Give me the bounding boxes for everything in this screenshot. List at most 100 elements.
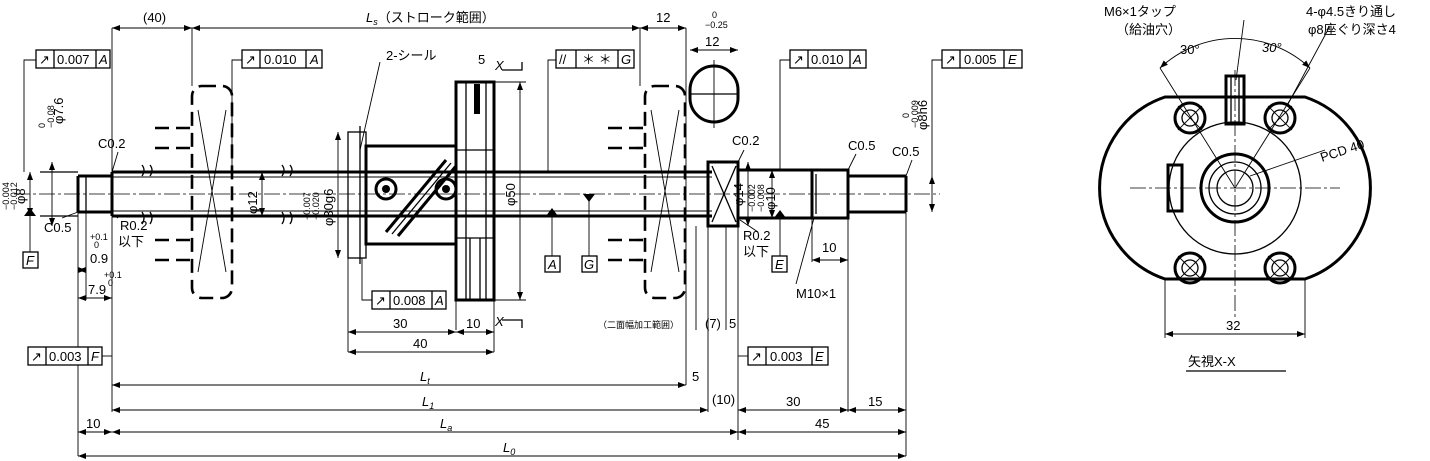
svg-text:0: 0 xyxy=(901,113,911,118)
svg-text:F: F xyxy=(26,253,35,268)
ball-nut xyxy=(347,80,496,302)
dim-5-right: 5 xyxy=(729,316,736,331)
svg-text:−0.25: −0.25 xyxy=(705,20,728,30)
svg-text:A: A xyxy=(547,257,557,272)
fcf-runout-0008-a: ↗ 0.008 A xyxy=(371,290,447,310)
svg-text:E: E xyxy=(775,257,784,272)
svg-text:A: A xyxy=(852,52,862,67)
svg-text:↗: ↗ xyxy=(751,349,762,364)
dim-lt: Lt xyxy=(420,369,430,386)
dia-12: φ12 xyxy=(245,191,260,214)
dim-15: 15 xyxy=(868,394,882,409)
support-bearing-left xyxy=(155,84,234,300)
holes-label: 4-φ4.5きり通し xyxy=(1306,4,1396,19)
dim-10-flange: 10 xyxy=(466,316,480,331)
svg-text:↗: ↗ xyxy=(245,52,256,67)
svg-text:↗: ↗ xyxy=(39,52,50,67)
svg-text:+0.1: +0.1 xyxy=(90,232,108,242)
keyway-section xyxy=(688,60,740,128)
svg-text:0.010: 0.010 xyxy=(264,52,297,67)
chamfer-c02-left: C0.2 xyxy=(98,136,125,151)
svg-text:−0.08: −0.08 xyxy=(46,105,56,128)
svg-text:0.003: 0.003 xyxy=(49,349,82,364)
section-x-bottom: X xyxy=(494,314,505,329)
svg-text:0.005: 0.005 xyxy=(964,52,997,67)
fillet-r02-left: R0.2 xyxy=(120,218,147,233)
svg-text:0.003: 0.003 xyxy=(770,349,803,364)
tap-m6-sub: （給油穴） xyxy=(1116,22,1181,37)
mounting-holes xyxy=(1173,101,1297,285)
tap-m6-label: M6×1タップ xyxy=(1104,4,1176,19)
dim-32: 32 xyxy=(1226,318,1240,333)
dia-14: φ14 xyxy=(731,183,746,206)
seal-label: 2-シール xyxy=(386,48,437,63)
dim-7-9: 7.9 xyxy=(88,282,106,297)
dia-8h6: φ8h6 xyxy=(915,100,930,130)
datum-e: E xyxy=(771,255,788,273)
fcf-runout-0010-a-right: ↗ 0.010 A xyxy=(789,49,867,69)
end-view-x-x: M6×1タップ （給油穴） 4-φ4.5きり通し φ8座ぐり深さ4 30° 30… xyxy=(1098,4,1396,372)
svg-text:0: 0 xyxy=(37,123,47,128)
svg-text:−0.009: −0.009 xyxy=(910,100,920,128)
fcf-runout-0005-e: ↗ 0.005 E xyxy=(941,49,1023,69)
svg-text:E: E xyxy=(1008,52,1017,67)
wrench-flat-range: （二面幅加工範囲） xyxy=(598,319,679,330)
svg-text:−0.012: −0.012 xyxy=(9,182,19,210)
holes-sub: φ8座ぐり深さ4 xyxy=(1308,22,1396,37)
svg-text:0.008: 0.008 xyxy=(393,293,426,308)
svg-text:0.010: 0.010 xyxy=(811,52,844,67)
support-bearing-right xyxy=(608,84,687,300)
angle-30-right: 30° xyxy=(1262,40,1282,55)
svg-text:−0.008: −0.008 xyxy=(756,184,766,212)
svg-text:0: 0 xyxy=(712,10,717,20)
chamfer-c02-right: C0.2 xyxy=(732,133,759,148)
dim-30-nut: 30 xyxy=(393,316,407,331)
svg-text:以下: 以下 xyxy=(118,234,144,249)
svg-text:G: G xyxy=(584,257,594,272)
extension-lines xyxy=(77,28,907,456)
fcf-runout-0003-e: ↗ 0.003 E xyxy=(747,346,829,366)
svg-text:↗: ↗ xyxy=(945,52,956,67)
view-label: 矢視X-X xyxy=(1188,354,1236,369)
dim-10-thread: 10 xyxy=(822,240,836,255)
dim-40: (40) xyxy=(143,10,166,25)
dia-30g6: φ30g6 xyxy=(321,189,336,226)
chamfer-c05-left: C0.5 xyxy=(44,220,71,235)
svg-text:A: A xyxy=(309,52,319,67)
angle-30-left: 30° xyxy=(1180,42,1200,57)
leader-lines xyxy=(23,59,942,357)
dim-l0: L0 xyxy=(503,440,515,457)
dim-0-9: 0.9 xyxy=(90,251,108,266)
dim-12: 12 xyxy=(656,10,670,25)
dia-10: φ10 xyxy=(763,187,778,210)
side-view: (40) Ls（ストローク範囲） 12 0 −0.25 12 2-シール 5 X… xyxy=(1,10,1023,459)
dim-5-end: 5 xyxy=(692,369,699,384)
datum-g: G xyxy=(581,255,598,273)
svg-text:G: G xyxy=(621,52,631,67)
svg-text:A: A xyxy=(98,52,108,67)
svg-text:−0.020: −0.020 xyxy=(311,192,321,220)
thread-m10: M10×1 xyxy=(796,286,836,301)
section-x-top: X xyxy=(494,58,505,73)
svg-text:F: F xyxy=(91,349,100,364)
chamfer-c05-end: C0.5 xyxy=(892,144,919,159)
svg-text:＊ ＊: ＊ ＊ xyxy=(582,52,612,67)
svg-text:↗: ↗ xyxy=(31,349,42,364)
dim-ls: Ls（ストローク範囲） xyxy=(366,10,495,27)
svg-text:A: A xyxy=(434,293,444,308)
svg-text:0.007: 0.007 xyxy=(57,52,90,67)
svg-text:0: 0 xyxy=(94,240,99,250)
dim-l1: L1 xyxy=(422,394,434,411)
dim-40-nut: 40 xyxy=(413,336,427,351)
fcf-runout-0007-a: ↗ 0.007 A xyxy=(35,49,111,69)
dia-7-6: φ7.6 xyxy=(51,97,66,124)
dim-30-right: 30 xyxy=(786,394,800,409)
dim-10-paren: (10) xyxy=(712,392,735,407)
svg-text:−0.002: −0.002 xyxy=(747,184,757,212)
datum-a: A xyxy=(544,255,561,273)
svg-text://: // xyxy=(559,52,567,67)
screw-shaft xyxy=(112,164,712,225)
svg-text:E: E xyxy=(815,349,824,364)
dim-10-left: 10 xyxy=(86,416,100,431)
